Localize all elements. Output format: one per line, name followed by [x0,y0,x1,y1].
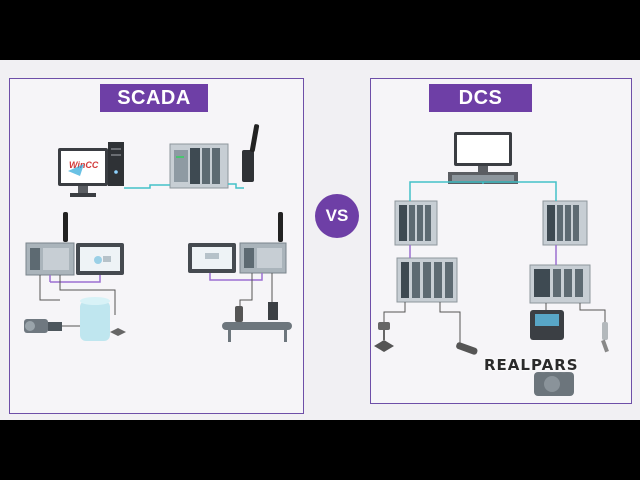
dcs-io-left [396,257,458,303]
motor [534,372,574,396]
dcs-operator-station [448,132,518,184]
proximity-sensor [456,342,478,355]
scada-hmi-right [188,243,236,273]
temperature-sensor [601,322,609,353]
dcs-controller-left [394,200,438,246]
dcs-title: DCS [429,84,532,112]
brand-watermark: REALPARS [484,356,579,374]
wireless-gateway [242,124,260,182]
dcs-io-right [529,264,591,304]
conveyor [222,322,292,342]
control-valve [374,322,394,352]
sensor [235,302,278,322]
valve-left [110,328,126,336]
scada-rtu-right [239,212,287,274]
vs-badge: VS [315,194,359,238]
tank [80,297,110,341]
architecture-diagram: WinCC [24,124,609,396]
comparison-stage: WinCC [0,60,640,420]
scada-title: SCADA [100,84,208,112]
scada-plc-rack [169,143,229,189]
scada-hmi-left [76,243,124,275]
wincc-logo-text: WinCC [69,160,99,170]
wincc-logo-mark [68,164,84,176]
dcs-controller-right [542,200,588,246]
drive [530,310,564,340]
pump [24,319,62,333]
scada-rtu-left [25,212,75,276]
